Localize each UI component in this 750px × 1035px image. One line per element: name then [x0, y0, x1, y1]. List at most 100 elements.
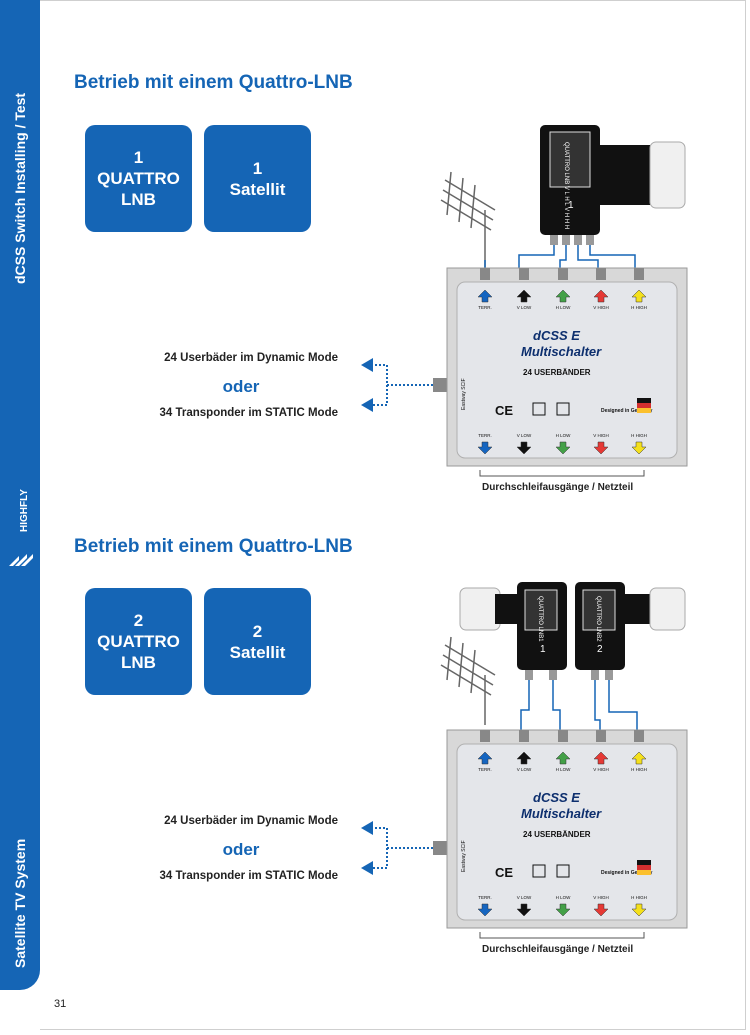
lnb-1-icon: QUATTRO LNB1 1: [459, 582, 567, 680]
port-arrow: [631, 751, 647, 765]
port-arrow: [555, 289, 571, 303]
port-label: V LOW: [517, 305, 532, 310]
lnb-sticker: QUATTRO LNB V L H L V H H H: [563, 142, 569, 229]
device-input-label: Eastway SCIF: [461, 378, 467, 410]
port-arrow: [477, 903, 493, 917]
section-heading: Betrieb mit einem Quattro-LNB: [74, 536, 353, 557]
port-label: H LOW: [556, 767, 572, 772]
output-arrows: [361, 821, 447, 875]
cables: [484, 245, 636, 268]
lnb-count-box: 2 QUATTRO LNB: [85, 588, 192, 695]
port-label: V LOW: [517, 433, 532, 438]
highfly-logo: HIGHFLY: [3, 470, 37, 570]
ce-mark: CE: [495, 403, 513, 418]
port-label: H LOW: [556, 433, 572, 438]
port-label: H HIGH: [631, 895, 647, 900]
oder-text: oder: [222, 840, 260, 859]
sidebar-bottom-label: Satellite TV System: [12, 838, 28, 968]
brand-text: HIGHFLY: [19, 489, 30, 532]
lnb-number: 2: [597, 644, 603, 655]
box-line: 1: [133, 148, 144, 167]
sidebar-band: [0, 0, 40, 990]
bracket: [479, 470, 645, 477]
port-label: V HIGH: [593, 433, 609, 438]
lnb-count-box: 1 QUATTRO LNB: [85, 125, 192, 232]
box-line: LNB: [121, 190, 156, 209]
lnb-sticker: QUATTRO LNB2: [595, 596, 601, 642]
bracket: [479, 932, 645, 939]
sidebar-top-label: dCSS Switch Installing / Test: [12, 92, 28, 284]
port-arrow: [516, 289, 532, 303]
multiswitch-diagram: QUATTRO LNB1 1 QUATTRO LNB2 2 dCSS: [361, 582, 688, 939]
port-label: H LOW: [556, 895, 572, 900]
page-number: 31: [54, 998, 67, 1010]
device-name-line1: dCSS E: [533, 328, 580, 343]
satellite-count-box: 1 Satellit: [204, 125, 311, 232]
device-made-label: Designed in Germany: [601, 870, 653, 876]
box-line: QUATTRO: [97, 169, 180, 188]
multiswitch-device: dCSS E Multischalter 24 USERBÄNDER Eastw…: [446, 267, 688, 467]
port-label: TERR.: [478, 895, 492, 900]
terrestrial-antenna-icon: [440, 636, 496, 725]
port-label: V HIGH: [593, 895, 609, 900]
port-arrow: [593, 441, 609, 455]
sidebar: dCSS Switch Installing / Test HIGHFLY Sa…: [0, 0, 40, 1035]
port-label: H LOW: [556, 305, 572, 310]
box-line: 2: [252, 621, 263, 641]
port-arrow: [631, 441, 647, 455]
port-arrow: [555, 441, 571, 455]
section-heading: Betrieb mit einem Quattro-LNB: [74, 72, 353, 93]
cables: [520, 680, 638, 730]
port-arrow: [477, 441, 493, 455]
port-label: H HIGH: [631, 767, 647, 772]
port-label: V HIGH: [593, 305, 609, 310]
static-mode-text: 34 Transponder im STATIC Mode: [159, 407, 339, 419]
device-name-line2: Multischalter: [521, 806, 602, 821]
port-arrow: [593, 751, 609, 765]
output-arrows: [361, 358, 447, 412]
port-arrow: [593, 903, 609, 917]
box-line: QUATTRO: [97, 632, 180, 651]
port-arrow: [516, 441, 532, 455]
device-input-label: Eastway SCIF: [461, 840, 467, 872]
ce-mark: CE: [495, 865, 513, 880]
port-label: TERR.: [478, 305, 492, 310]
box-line: 2: [133, 611, 144, 630]
port-arrow: [516, 751, 532, 765]
port-arrow: [555, 751, 571, 765]
multiswitch-device: dCSS E Multischalter 24 USERBÄNDER Eastw…: [446, 729, 688, 929]
device-subtitle: 24 USERBÄNDER: [523, 368, 591, 377]
box-line: LNB: [121, 653, 156, 672]
lnb-2-icon: QUATTRO LNB2 2: [575, 582, 686, 680]
lnb-number: 1: [540, 644, 546, 655]
port-arrow: [477, 751, 493, 765]
port-arrow: [477, 289, 493, 303]
port-label: H HIGH: [631, 433, 647, 438]
lnb-number: 1: [568, 200, 574, 211]
device-name-line2: Multischalter: [521, 344, 602, 359]
lnb-icon: QUATTRO LNB V L H L V H H H 1: [540, 125, 686, 245]
lnb-sticker: QUATTRO LNB1: [537, 596, 543, 642]
static-mode-text: 34 Transponder im STATIC Mode: [159, 870, 339, 882]
port-arrow: [516, 903, 532, 917]
multiswitch-diagram: QUATTRO LNB V L H L V H H H 1 dCSS E Mul…: [361, 125, 688, 477]
port-arrow: [631, 289, 647, 303]
device-subtitle: 24 USERBÄNDER: [523, 830, 591, 839]
device-name-line1: dCSS E: [533, 790, 580, 805]
port-label: V LOW: [517, 895, 532, 900]
port-arrow: [631, 903, 647, 917]
box-line: 1: [252, 158, 263, 178]
port-label: TERR.: [478, 767, 492, 772]
page-frame: [40, 0, 746, 1030]
device-made-label: Designed in Germany: [601, 408, 653, 414]
dynamic-mode-text: 24 Userbäder im Dynamic Mode: [164, 352, 338, 364]
satellite-count-box: 2 Satellit: [204, 588, 311, 695]
port-arrow: [593, 289, 609, 303]
port-arrow: [555, 903, 571, 917]
dynamic-mode-text: 24 Userbäder im Dynamic Mode: [164, 815, 338, 827]
port-label: V HIGH: [593, 767, 609, 772]
box-line: Satellit: [229, 642, 286, 662]
box-line: Satellit: [229, 179, 286, 199]
passthrough-caption: Durchschleifausgänge / Netzteil: [482, 944, 634, 955]
oder-text: oder: [222, 377, 260, 396]
